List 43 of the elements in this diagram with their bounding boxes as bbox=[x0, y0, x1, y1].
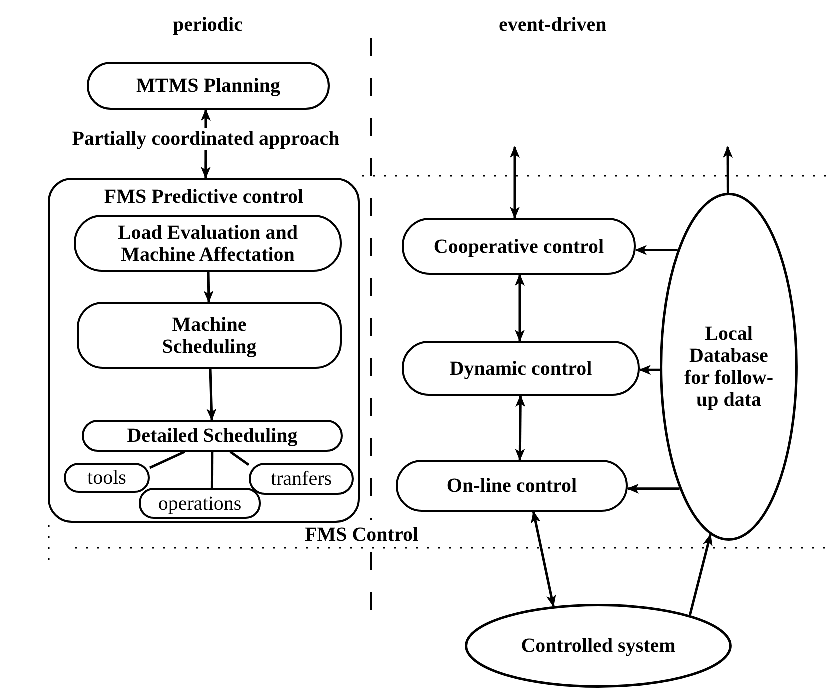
process-box bbox=[87, 62, 330, 110]
process-box bbox=[77, 302, 342, 369]
connector-line bbox=[210, 452, 214, 488]
connector-line bbox=[230, 450, 250, 466]
arrow bbox=[206, 368, 217, 421]
arrow bbox=[627, 484, 680, 494]
process-box bbox=[82, 420, 343, 452]
node-label: On-line control bbox=[446, 475, 578, 497]
node-label: MTMS Planning bbox=[136, 75, 280, 97]
connector-line bbox=[149, 450, 186, 470]
arrow bbox=[688, 534, 713, 616]
task-box bbox=[249, 463, 354, 495]
node-label: Controlled system bbox=[521, 635, 676, 657]
node-label: tools bbox=[88, 467, 126, 489]
database-ellipse bbox=[660, 193, 798, 541]
task-box bbox=[139, 488, 261, 519]
node-label: Cooperative control bbox=[434, 236, 604, 258]
process-box bbox=[396, 460, 628, 512]
system-ellipse bbox=[465, 604, 732, 688]
group-heading: FMS Predictive control bbox=[104, 186, 304, 208]
edge-label: Partially coordinated approach bbox=[70, 128, 342, 150]
arrow bbox=[635, 245, 678, 256]
arrow bbox=[531, 511, 556, 608]
arrow bbox=[510, 146, 520, 219]
task-box bbox=[64, 463, 150, 493]
arrow bbox=[515, 395, 526, 461]
column-heading: periodic bbox=[173, 14, 243, 37]
column-heading: event-driven bbox=[499, 14, 607, 37]
node-label: Machine Scheduling bbox=[161, 314, 258, 358]
node-label: Detailed Scheduling bbox=[127, 425, 298, 447]
arrow bbox=[515, 274, 525, 342]
arrow bbox=[204, 272, 214, 303]
node-label: Local Database for follow-up data bbox=[683, 323, 775, 411]
region-label: FMS Control bbox=[305, 524, 419, 547]
node-label: operations bbox=[158, 492, 242, 514]
node-label: Load Evaluation and Machine Affectation bbox=[116, 222, 300, 266]
group-box bbox=[48, 178, 360, 523]
node-label: tranfers bbox=[270, 468, 332, 490]
node-label: Dynamic control bbox=[450, 358, 592, 380]
process-box bbox=[402, 341, 640, 396]
process-box bbox=[402, 218, 636, 275]
arrow bbox=[723, 146, 734, 193]
arrow bbox=[639, 365, 660, 376]
